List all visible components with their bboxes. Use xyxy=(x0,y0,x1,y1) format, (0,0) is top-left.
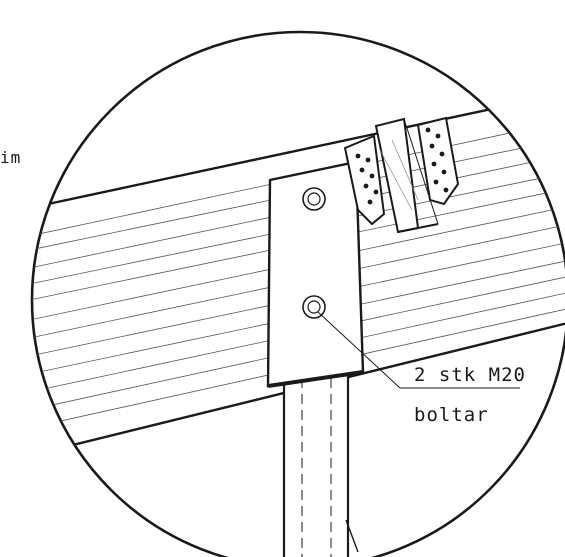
post xyxy=(282,368,350,557)
joist-hanger xyxy=(343,116,460,234)
bolt-type-label: boltar xyxy=(414,404,489,426)
edge-text: im xyxy=(0,148,22,167)
bolt-leader-line xyxy=(317,311,520,389)
section-mark xyxy=(345,519,359,553)
detail-circle xyxy=(30,30,565,557)
connector-plate xyxy=(266,160,365,388)
bolt-bottom xyxy=(302,295,326,319)
bolt-spec-label: 2 stk M20 xyxy=(414,364,526,386)
nail-holes xyxy=(355,127,449,205)
bolt-top xyxy=(302,187,326,211)
